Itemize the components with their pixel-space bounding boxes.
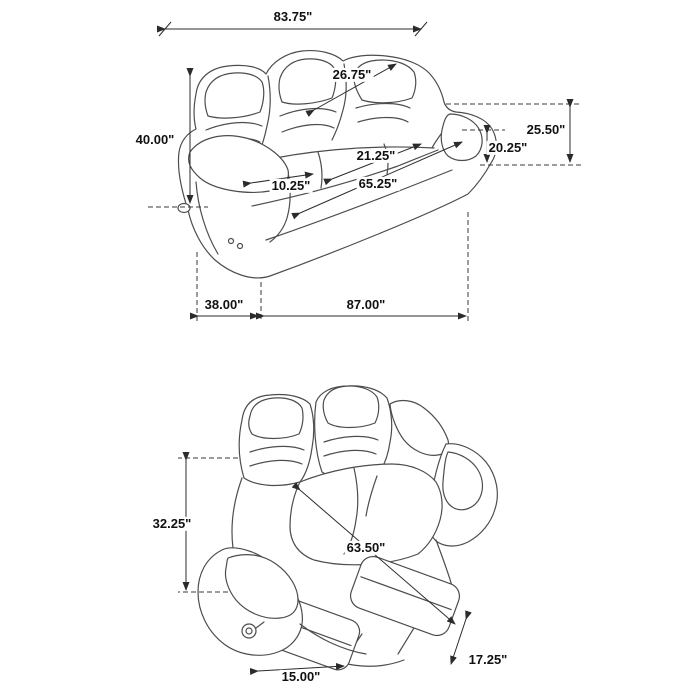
- reclined-headrest-left: [248, 397, 304, 440]
- dim-label-reclined-back-height: 32.25": [150, 515, 194, 532]
- recliner-handle: [241, 621, 265, 639]
- reclined-headrest-right: [322, 385, 380, 429]
- dim-arrow-back-cushion-width: [305, 63, 397, 117]
- dim-arrow-footrest-width: [249, 662, 345, 675]
- power-button-panel: [177, 202, 244, 250]
- reclined-back-corner: [389, 399, 450, 456]
- dim-label-seat-depth: 21.25": [354, 147, 398, 164]
- dim-label-overall-width: 87.00": [344, 296, 388, 313]
- dim-arrow-reclined-depth: [291, 482, 456, 625]
- dimension-lines: [148, 21, 582, 675]
- dim-label-back-height: 25.50": [524, 121, 568, 138]
- dim-label-footrest-width: 15.00": [279, 668, 323, 685]
- headrest-left: [204, 72, 265, 119]
- sofa-reclined-illustration: [197, 385, 498, 671]
- headrest-middle: [278, 58, 337, 105]
- dim-label-overall-height: 40.00": [133, 131, 177, 148]
- dim-arrow-footrest-height: [450, 610, 472, 665]
- dim-label-footrest-height: 17.25": [466, 651, 510, 668]
- dim-label-arm-height: 20.25": [486, 139, 530, 156]
- dim-label-back-width: 83.75": [271, 8, 315, 25]
- dim-label-reclined-depth: 63.50": [344, 539, 388, 556]
- dim-label-arm-width: 10.25": [269, 177, 313, 194]
- dim-label-overall-depth: 38.00": [202, 296, 246, 313]
- sofa-upright-illustration: [177, 49, 497, 279]
- dim-label-seat-width: 65.25": [356, 175, 400, 192]
- dim-label-back-cushion-width: 26.75": [330, 66, 374, 83]
